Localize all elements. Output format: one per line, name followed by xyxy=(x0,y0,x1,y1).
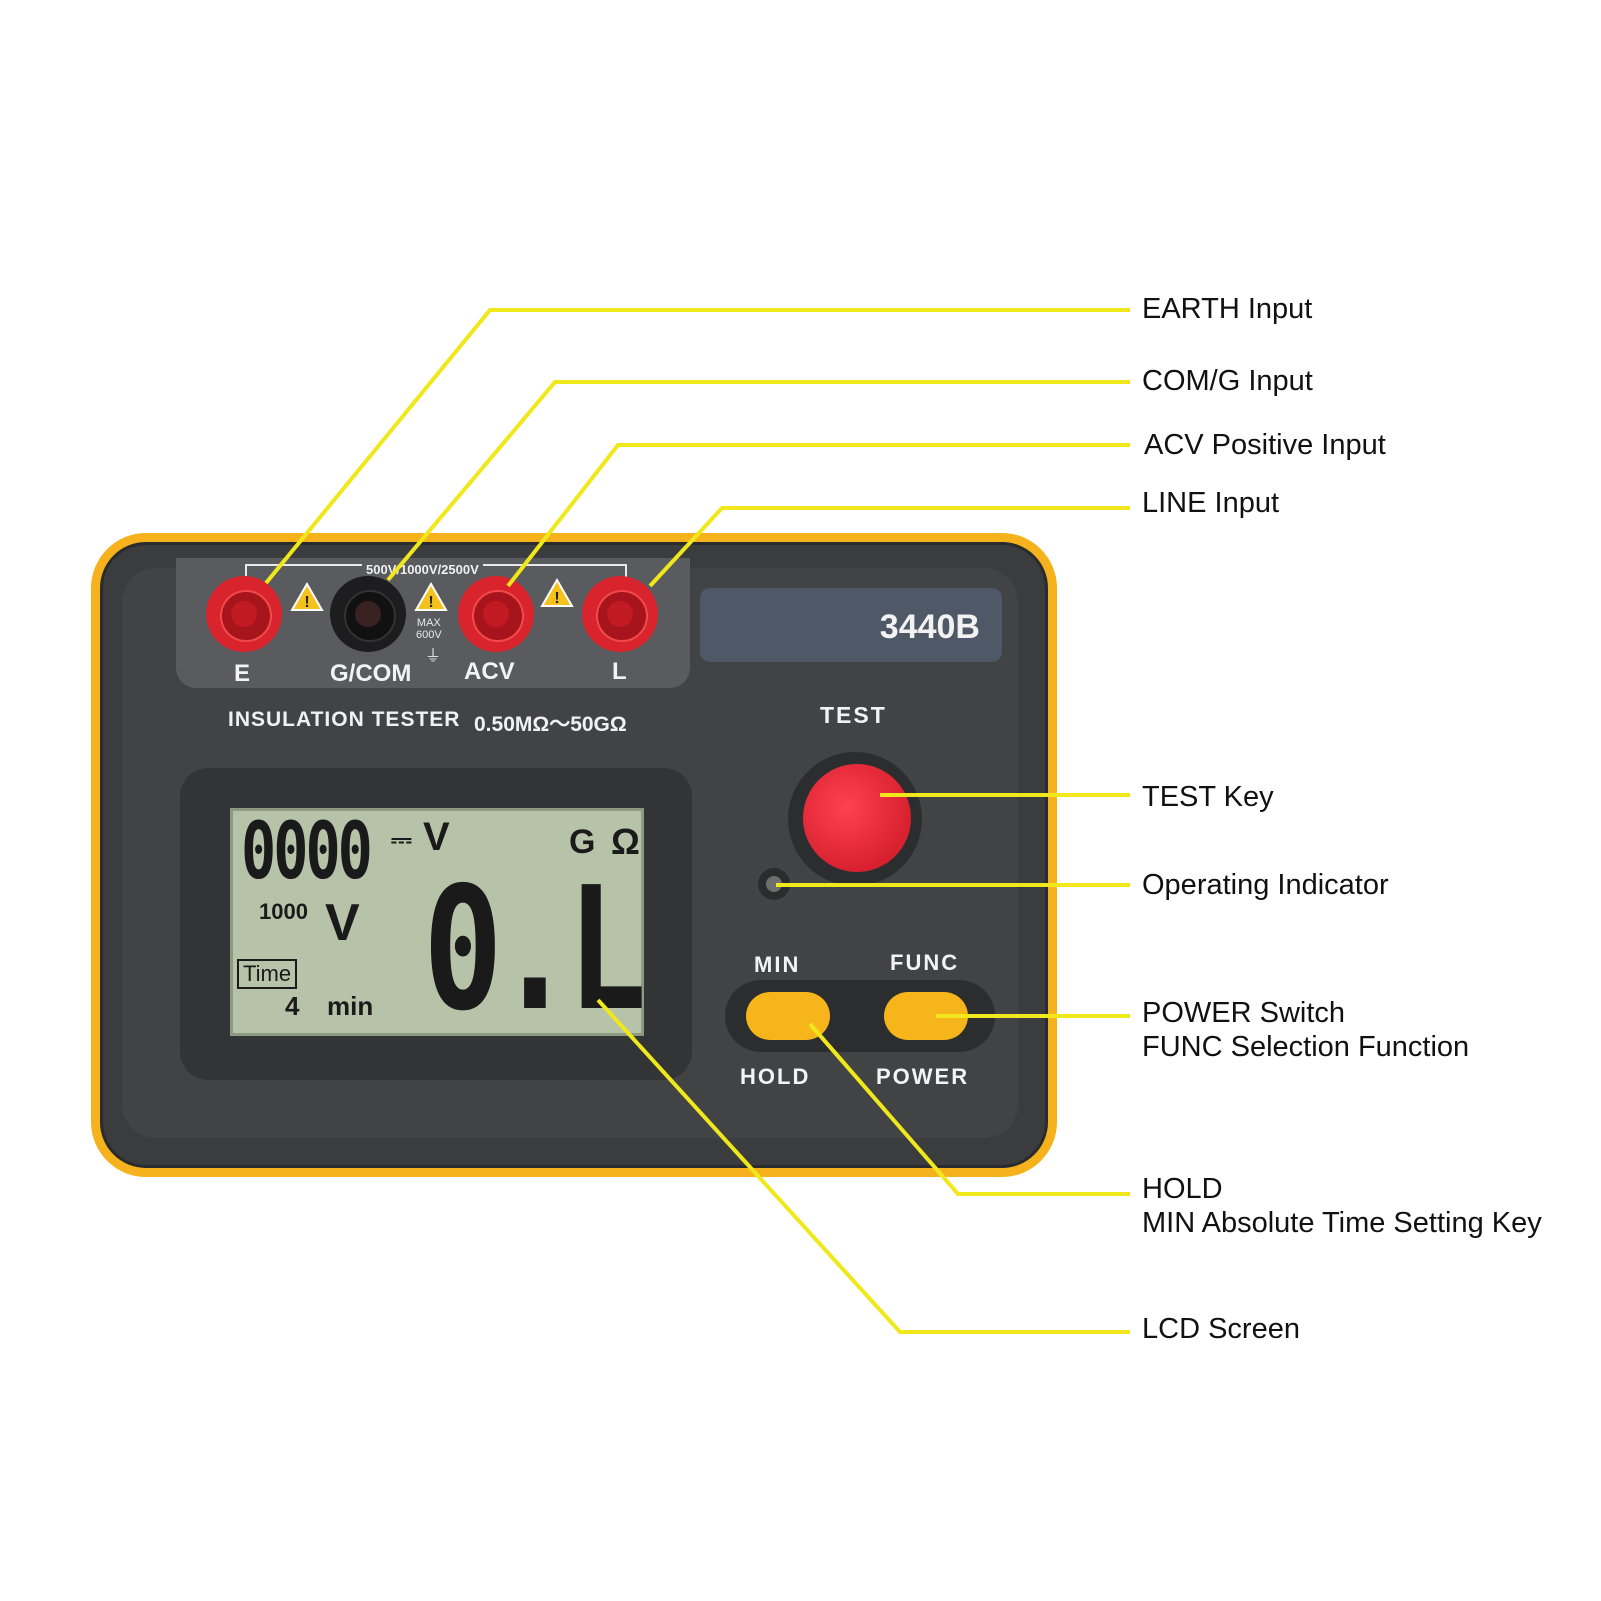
terminal-label-gcom: G/COM xyxy=(330,660,412,687)
callout-power-switch: POWER Switch FUNC Selection Function xyxy=(1142,996,1469,1064)
callout-power-line2: FUNC Selection Function xyxy=(1142,1031,1470,1063)
line-jack[interactable] xyxy=(582,576,658,652)
callout-hold-line1: HOLD xyxy=(1142,1173,1223,1205)
callout-earth-input: EARTH Input xyxy=(1142,293,1313,325)
callout-lcd-screen: LCD Screen xyxy=(1142,1313,1300,1345)
lcd-prefix: G xyxy=(569,823,596,861)
max-label: MAX xyxy=(416,617,441,629)
warning-triangle-icon: ! xyxy=(290,582,324,611)
max-voltage-value: 600V xyxy=(416,629,442,641)
callout-line-input: LINE Input xyxy=(1142,487,1280,519)
terminal-label-acv: ACV xyxy=(464,658,515,685)
warning-triangle-icon: ! xyxy=(540,578,574,607)
terminal-label-e: E xyxy=(234,660,251,687)
lcd-screen: 0000 ⎓ V G Ω 1000 V Time 4 min 0.L xyxy=(230,807,647,1049)
lcd-ohm-unit: Ω xyxy=(611,821,640,862)
hold-label: HOLD xyxy=(740,1064,811,1089)
lcd-test-voltage-unit: V xyxy=(325,894,360,952)
callout-operating-indicator: Operating Indicator xyxy=(1142,869,1389,901)
terminal-label-l: L xyxy=(612,658,627,685)
acv-jack[interactable] xyxy=(458,576,534,652)
func-label: FUNC xyxy=(890,950,960,975)
callout-acv-input: ACV Positive Input xyxy=(1144,429,1386,461)
indicator-led-icon xyxy=(766,876,782,892)
leader-line-acv xyxy=(506,443,1130,588)
leader-line-lcd xyxy=(596,998,1130,1334)
leader-line-hold xyxy=(808,1022,1130,1196)
callout-power-line1: POWER Switch xyxy=(1142,997,1346,1029)
lcd-voltage-digits: 0000 xyxy=(241,807,373,897)
leader-line-earth xyxy=(264,308,1130,585)
lcd-reading: 0.L xyxy=(423,851,647,1049)
power-label: POWER xyxy=(876,1064,970,1089)
gcom-jack[interactable] xyxy=(330,576,406,652)
warning-triangle-icon: ! xyxy=(414,582,448,611)
test-key-label: TEST xyxy=(820,702,887,728)
lcd-time-label: Time xyxy=(237,959,298,989)
svg-text:!: ! xyxy=(428,594,433,611)
device-title: INSULATION TESTER xyxy=(228,708,461,731)
lcd-time-value: 4 xyxy=(285,991,300,1021)
model-number: 3440B xyxy=(879,608,980,646)
min-label: MIN xyxy=(754,952,801,977)
measurement-range: 0.50MΩ～50GΩ xyxy=(474,713,627,736)
dc-symbol-icon: ⎓ xyxy=(391,825,412,855)
test-key-button[interactable] xyxy=(803,764,911,872)
callout-hold-key: HOLD MIN Absolute Time Setting Key xyxy=(1142,1172,1542,1240)
lcd-voltage-unit: V xyxy=(423,815,450,859)
earth-jack[interactable] xyxy=(206,576,282,652)
callout-test-key: TEST Key xyxy=(1142,781,1274,813)
svg-text:!: ! xyxy=(304,594,309,611)
leader-line-line xyxy=(648,506,1130,588)
svg-text:!: ! xyxy=(554,590,559,607)
model-badge: 3440B xyxy=(700,588,1002,662)
callout-hold-line2: MIN Absolute Time Setting Key xyxy=(1142,1207,1542,1239)
ground-icon: ⏚ xyxy=(425,648,442,665)
lcd-time-unit: min xyxy=(327,991,374,1021)
leader-line-com xyxy=(386,380,1130,582)
callout-com-input: COM/G Input xyxy=(1142,365,1313,397)
lcd-test-voltage: 1000 xyxy=(259,899,308,924)
max-voltage-warning: MAX 600V xyxy=(416,617,442,641)
